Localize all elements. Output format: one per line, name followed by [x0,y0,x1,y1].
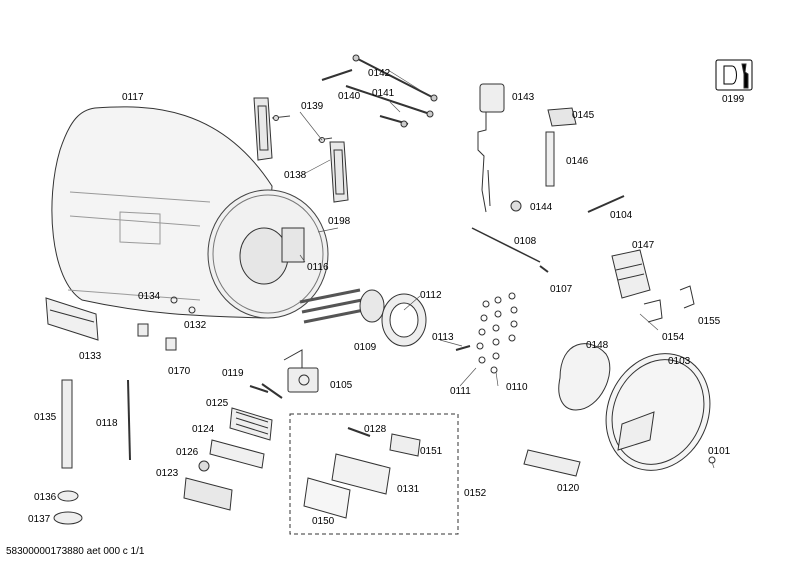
side-panel [45,297,99,341]
part-label: 0148 [586,340,609,351]
anode-rods [53,379,131,525]
part-label: 0111 [450,386,471,397]
part-label: 0137 [28,514,51,525]
part-label: 0126 [176,447,199,458]
part-label: 0152 [464,488,487,499]
part-label: 0120 [557,483,580,494]
part-label: 0116 [307,262,329,273]
part-label: 0113 [432,332,454,343]
part-label: 0124 [192,424,215,435]
screw-set [455,292,518,374]
control-electronics [611,249,695,323]
small-cable-parts [471,195,625,273]
part-label: 0103 [668,356,691,367]
part-label: 0170 [168,366,191,377]
end-cover [558,343,711,471]
part-label: 0155 [698,316,721,327]
part-label: 0144 [530,202,553,213]
thermostat [249,349,319,399]
part-label: 0143 [512,92,535,103]
part-label: 0125 [206,398,229,409]
part-label: 0151 [420,446,443,457]
threaded-rods [321,54,438,128]
part-label: 0136 [34,492,57,503]
part-label: 0141 [372,88,395,99]
small-fittings [137,296,196,351]
valve-and-pipe [545,107,577,187]
part-label: 0117 [122,92,144,103]
display-module-group [289,413,459,535]
part-label: 0110 [506,382,528,393]
mounting-brackets [253,97,349,203]
part-label: 0146 [566,156,589,167]
leader-lines [299,69,715,469]
power-adapter [477,83,505,213]
part-label: 0109 [354,342,377,353]
part-label: 0104 [610,210,633,221]
tank-body [51,106,329,319]
part-label: 0108 [514,236,537,247]
part-label: 0131 [397,484,420,495]
part-label: 0135 [34,412,57,423]
remote-display [523,449,581,477]
part-label: 0112 [420,290,442,301]
part-label: 0133 [79,351,102,362]
part-label: 0140 [338,91,361,102]
part-label: 0147 [632,240,655,251]
document-footer: 58300000173880 aet 000 c 1/1 [6,546,145,557]
part-label: 0105 [330,380,353,391]
part-label: 0150 [312,516,335,527]
part-label: 0101 [708,446,731,457]
control-panels [183,407,273,511]
part-label: 0142 [368,68,391,79]
part-label: 0154 [662,332,685,343]
part-label: 0128 [364,424,387,435]
part-label: 0118 [96,418,118,429]
service-wrench-icon [715,59,753,91]
part-label: 0145 [572,110,595,121]
part-label: 0132 [184,320,207,331]
part-label: 0107 [550,284,573,295]
part-label: 0199 [722,94,745,105]
part-label: 0198 [328,216,351,227]
part-label: 0123 [156,468,179,479]
part-label: 0138 [284,170,307,181]
part-label: 0119 [222,368,244,379]
heating-element [299,288,427,347]
part-label: 0139 [301,101,324,112]
part-label: 0134 [138,291,161,302]
